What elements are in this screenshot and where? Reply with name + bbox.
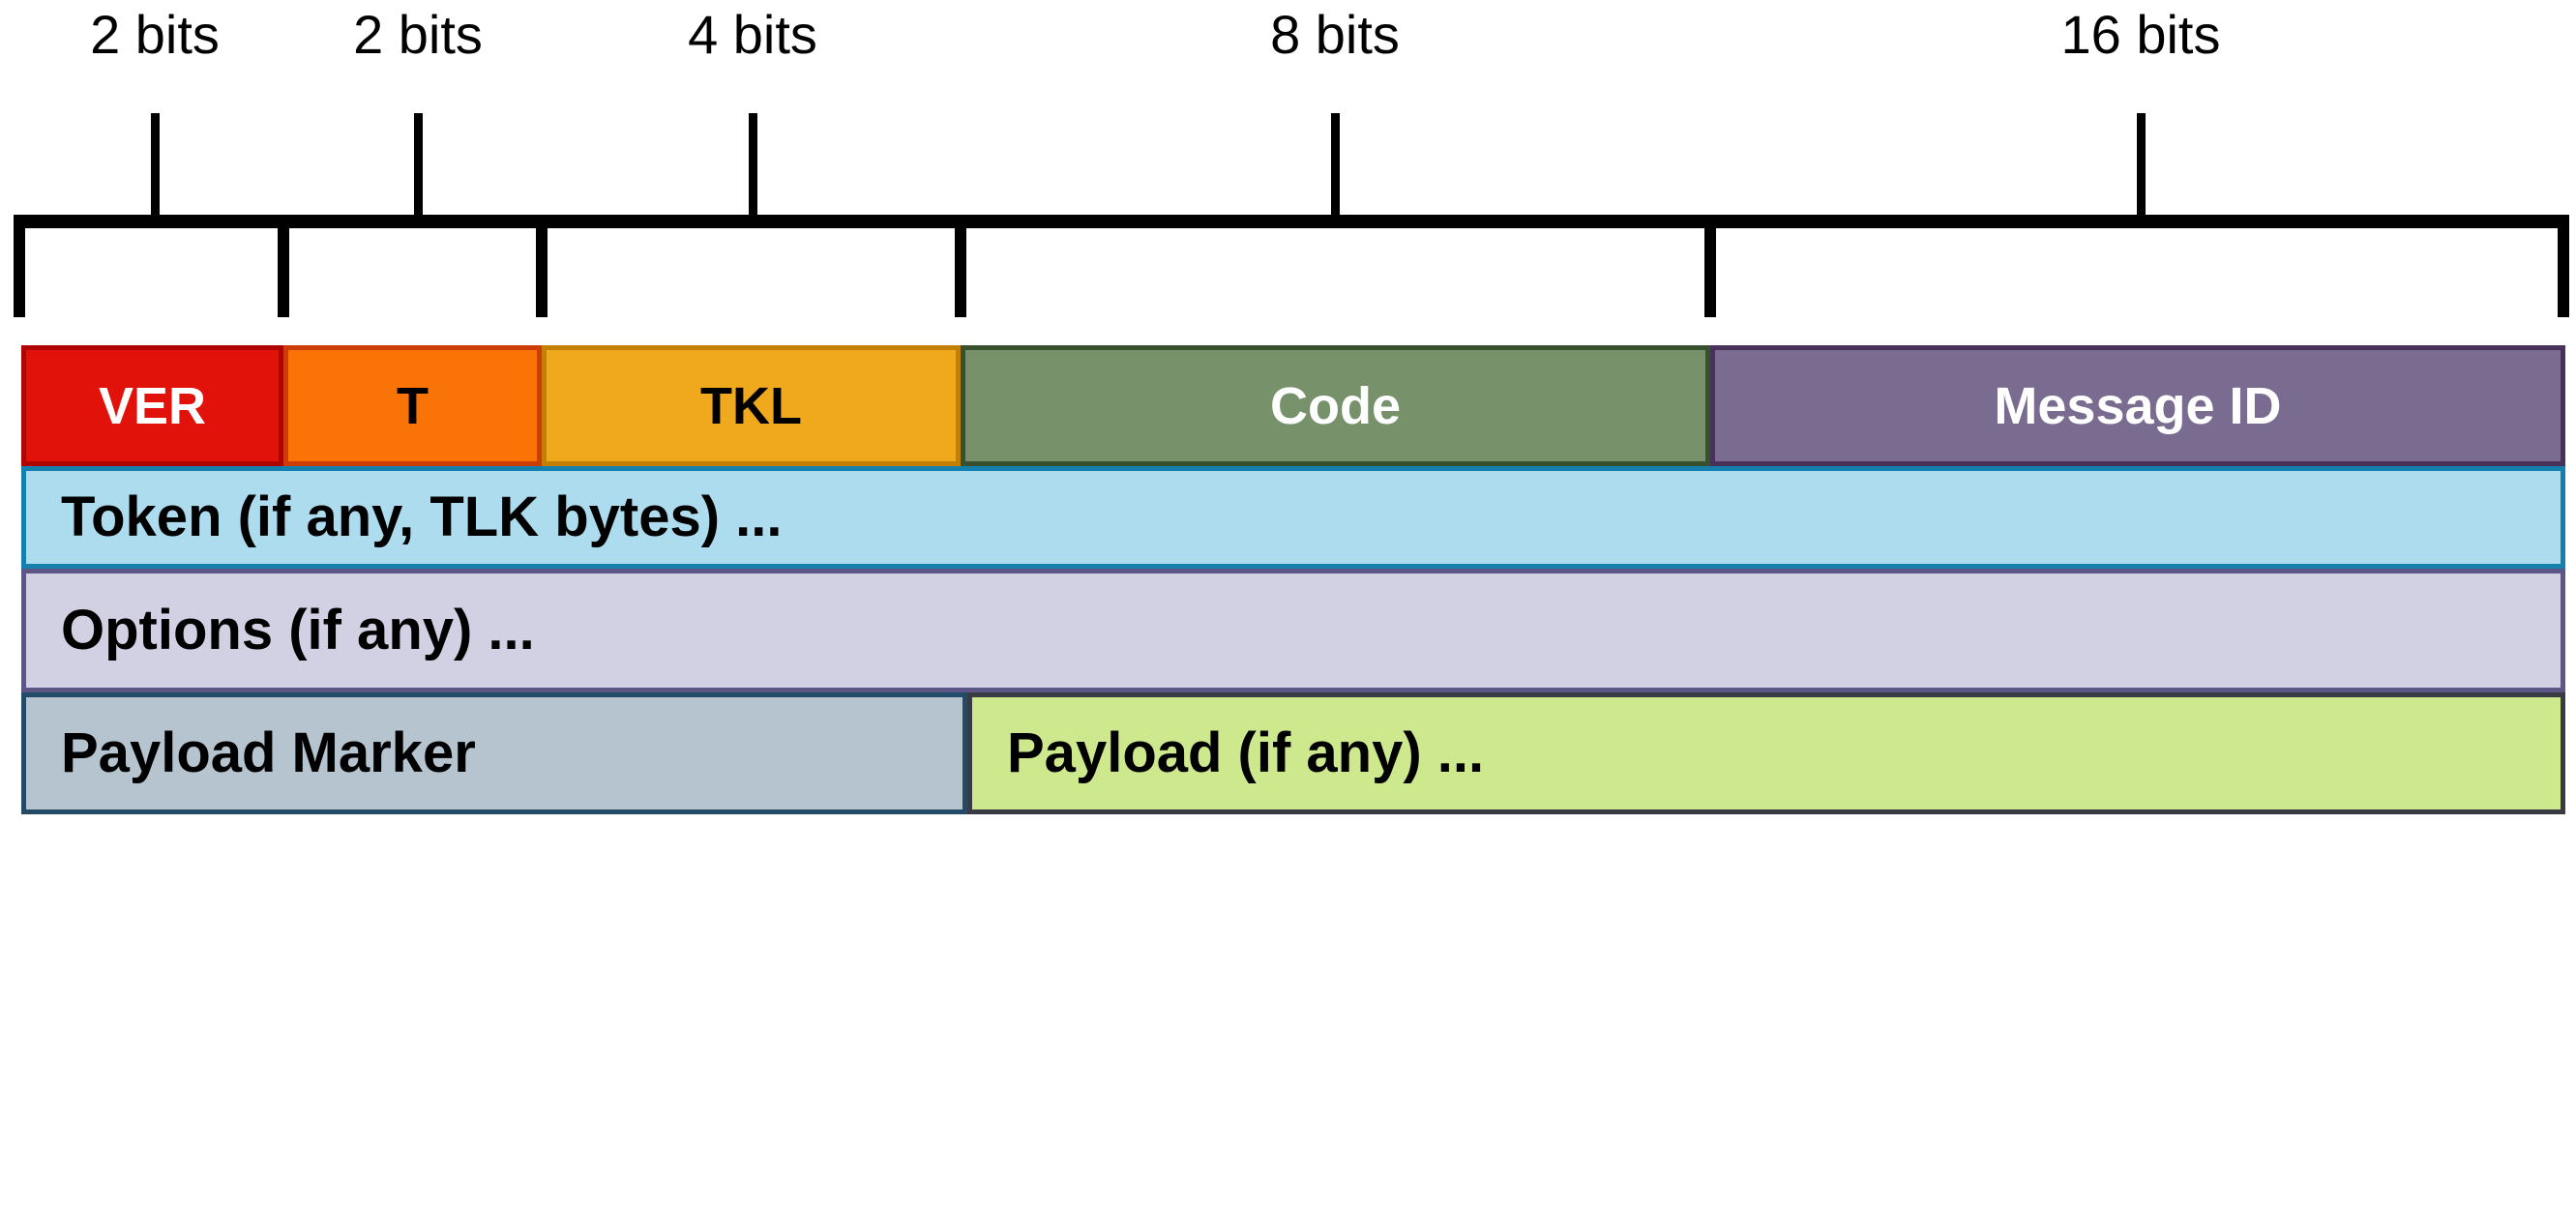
leader-line-ver bbox=[151, 113, 160, 215]
leader-line-code bbox=[1331, 113, 1340, 215]
field-code-label: Code bbox=[1270, 376, 1401, 435]
field-ver: VER bbox=[21, 345, 283, 466]
field-t: T bbox=[283, 345, 542, 466]
field-token: Token (if any, TLK bytes) ... bbox=[21, 466, 2565, 569]
field-code: Code bbox=[961, 345, 1710, 466]
field-options: Options (if any) ... bbox=[21, 569, 2565, 692]
field-payload-label: Payload (if any) ... bbox=[1007, 721, 1485, 784]
ruler-tick-1 bbox=[278, 228, 289, 317]
leader-line-tkl bbox=[749, 113, 757, 215]
leader-line-message-id bbox=[2137, 113, 2146, 215]
bit-label-ver: 2 bits bbox=[90, 4, 220, 65]
field-payload-marker-label: Payload Marker bbox=[61, 721, 476, 784]
field-options-label: Options (if any) ... bbox=[61, 599, 535, 662]
bit-label-tkl: 4 bits bbox=[688, 4, 817, 65]
field-token-label: Token (if any, TLK bytes) ... bbox=[61, 485, 783, 548]
ruler-tick-0 bbox=[14, 228, 25, 317]
ruler-tick-5 bbox=[2558, 228, 2569, 317]
field-message-id: Message ID bbox=[1710, 345, 2565, 466]
bit-label-message-id: 16 bits bbox=[2060, 4, 2221, 65]
leader-line-t bbox=[414, 113, 423, 215]
field-tkl-label: TKL bbox=[700, 376, 802, 435]
field-payload: Payload (if any) ... bbox=[967, 692, 2565, 814]
bit-label-code: 8 bits bbox=[1270, 4, 1400, 65]
field-payload-marker: Payload Marker bbox=[21, 692, 967, 814]
bit-ruler-bar bbox=[14, 215, 2569, 228]
field-ver-label: VER bbox=[98, 376, 207, 435]
bit-label-t: 2 bits bbox=[353, 4, 483, 65]
field-t-label: T bbox=[397, 376, 429, 435]
ruler-tick-2 bbox=[536, 228, 548, 317]
field-message-id-label: Message ID bbox=[1994, 376, 2282, 435]
ruler-tick-3 bbox=[955, 228, 966, 317]
field-tkl: TKL bbox=[542, 345, 961, 466]
ruler-tick-4 bbox=[1704, 228, 1716, 317]
